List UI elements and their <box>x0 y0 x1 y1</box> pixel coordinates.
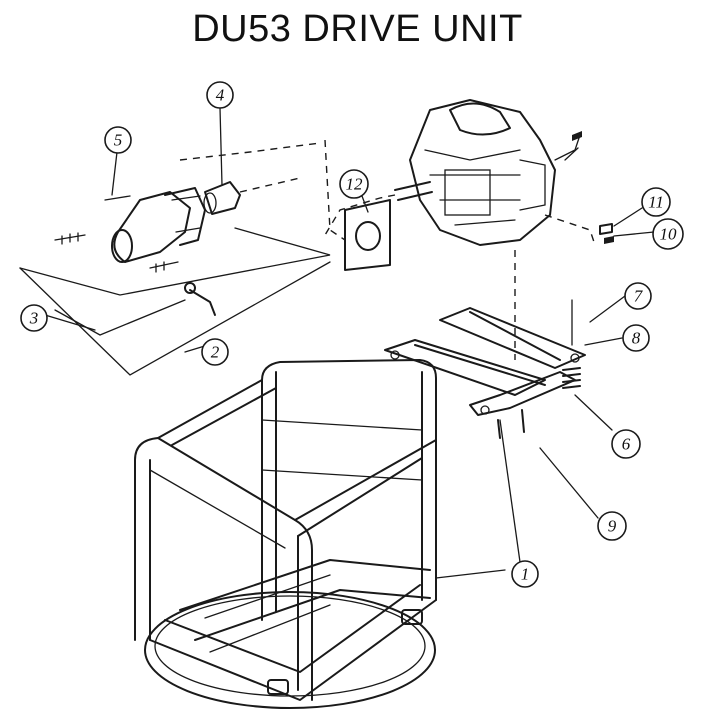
callout-6: 6 <box>611 429 641 459</box>
callout-1: 1 <box>511 560 539 588</box>
drive-plate <box>324 139 391 271</box>
callout-12: 12 <box>339 169 369 199</box>
callout-7: 7 <box>624 282 652 310</box>
callout-2-label: 2 <box>211 343 220 362</box>
callout-7-label: 7 <box>634 287 644 306</box>
fuel-valve <box>544 214 614 246</box>
callout-9-label: 9 <box>608 517 617 536</box>
mounting-plate <box>384 299 586 439</box>
callout-11-label: 11 <box>648 193 664 212</box>
callout-5-label: 5 <box>114 131 123 150</box>
callout-4: 4 <box>206 81 234 109</box>
frame-assembly <box>134 359 437 709</box>
callout-10-label: 10 <box>660 225 678 244</box>
callout-8-label: 8 <box>632 329 641 348</box>
callout-5: 5 <box>104 126 132 154</box>
callout-11: 11 <box>641 187 671 217</box>
callout-3-label: 3 <box>29 309 39 328</box>
callout-4-label: 4 <box>216 86 225 105</box>
callout-8: 8 <box>622 324 650 352</box>
callout-9: 9 <box>597 511 627 541</box>
callout-10: 10 <box>652 218 684 250</box>
callout-1-label: 1 <box>521 565 530 584</box>
leader-lines <box>44 107 655 579</box>
diagram-title: DU53 DRIVE UNIT <box>192 8 523 50</box>
engine <box>324 99 582 360</box>
callout-12-label: 12 <box>346 175 364 194</box>
gearbox-assembly <box>19 142 331 376</box>
callout-3: 3 <box>20 304 48 332</box>
callout-2: 2 <box>201 338 229 366</box>
callout-6-label: 6 <box>622 435 631 454</box>
